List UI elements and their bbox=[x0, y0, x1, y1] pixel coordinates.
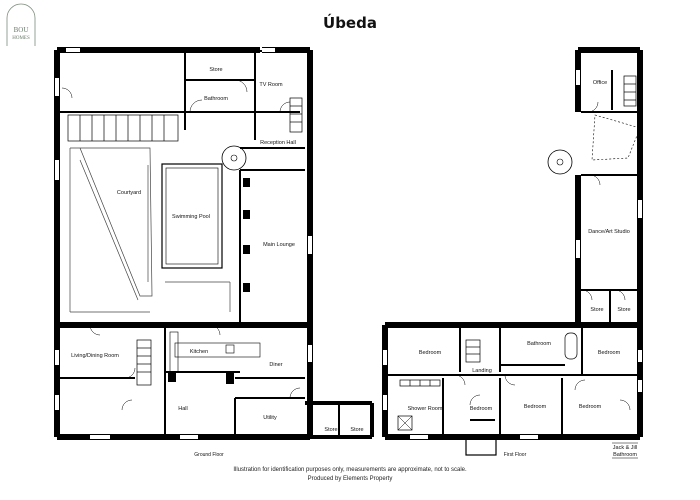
room-label-shower-room: Shower Room bbox=[408, 406, 443, 412]
room-label-bedroom-4: Bedroom bbox=[524, 404, 547, 410]
room-label-jack-jill-2: Bathroom bbox=[613, 452, 637, 458]
room-label-jack-jill-1: Jack & Jill bbox=[613, 445, 637, 451]
ground-floor bbox=[54, 47, 374, 440]
balcony bbox=[465, 436, 497, 456]
room-label-dance-studio: Dance/Art Studio bbox=[588, 229, 630, 235]
agency-logo: BOU HOMES bbox=[6, 3, 36, 46]
room-label-tv-room: TV Room bbox=[259, 82, 283, 88]
room-label-store-top: Store bbox=[209, 67, 222, 73]
first-floor-caption: First Floor bbox=[504, 452, 527, 458]
first-outer-walls bbox=[382, 47, 643, 440]
room-label-hall: Hall bbox=[178, 406, 187, 412]
room-label-bedroom-3: Bedroom bbox=[470, 406, 493, 412]
room-label-store-2: Store bbox=[350, 427, 363, 433]
room-label-utility: Utility bbox=[263, 415, 277, 421]
room-label-bathroom: Bathroom bbox=[204, 96, 228, 102]
produced-by-text: Produced by Elements Property bbox=[307, 476, 393, 482]
room-label-bedroom-1: Bedroom bbox=[419, 350, 442, 356]
shower-tray bbox=[397, 415, 413, 431]
room-label-store-1-first: Store bbox=[590, 307, 603, 313]
first-floor-labels: Office Dance/Art Studio Store Store Bedr… bbox=[408, 80, 638, 459]
bathtub bbox=[564, 332, 578, 360]
ground-floor-caption: Ground Floor bbox=[194, 452, 224, 458]
room-label-bedroom-5: Bedroom bbox=[579, 404, 602, 410]
room-label-bedroom-2: Bedroom bbox=[598, 350, 621, 356]
room-label-courtyard: Courtyard bbox=[117, 190, 141, 196]
room-label-landing: Landing bbox=[472, 368, 492, 374]
logo-line1: BOU bbox=[14, 26, 29, 34]
room-label-living-dining: Living/Dining Room bbox=[71, 353, 119, 359]
room-label-reception-hall: Reception Hall bbox=[260, 140, 296, 146]
disclaimer-text: Illustration for identification purposes… bbox=[233, 467, 467, 473]
first-floor bbox=[382, 47, 643, 456]
room-label-swimming-pool: Swimming Pool bbox=[172, 214, 210, 220]
room-label-office: Office bbox=[593, 80, 607, 86]
spiral-stair bbox=[221, 145, 247, 171]
logo-line2: HOMES bbox=[12, 36, 30, 41]
ground-floor-labels: Store Bathroom TV Room Reception Hall Co… bbox=[71, 67, 363, 458]
room-label-main-lounge: Main Lounge bbox=[263, 242, 295, 248]
room-label-bathroom-first: Bathroom bbox=[527, 341, 551, 347]
plan-title: Úbeda bbox=[323, 14, 377, 32]
room-label-kitchen: Kitchen bbox=[190, 349, 208, 355]
swimming-pool bbox=[161, 163, 223, 269]
room-label-store-1: Store bbox=[324, 427, 337, 433]
room-label-store-2-first: Store bbox=[617, 307, 630, 313]
spiral-stair-first bbox=[547, 149, 573, 175]
room-label-diner: Diner bbox=[269, 362, 282, 368]
